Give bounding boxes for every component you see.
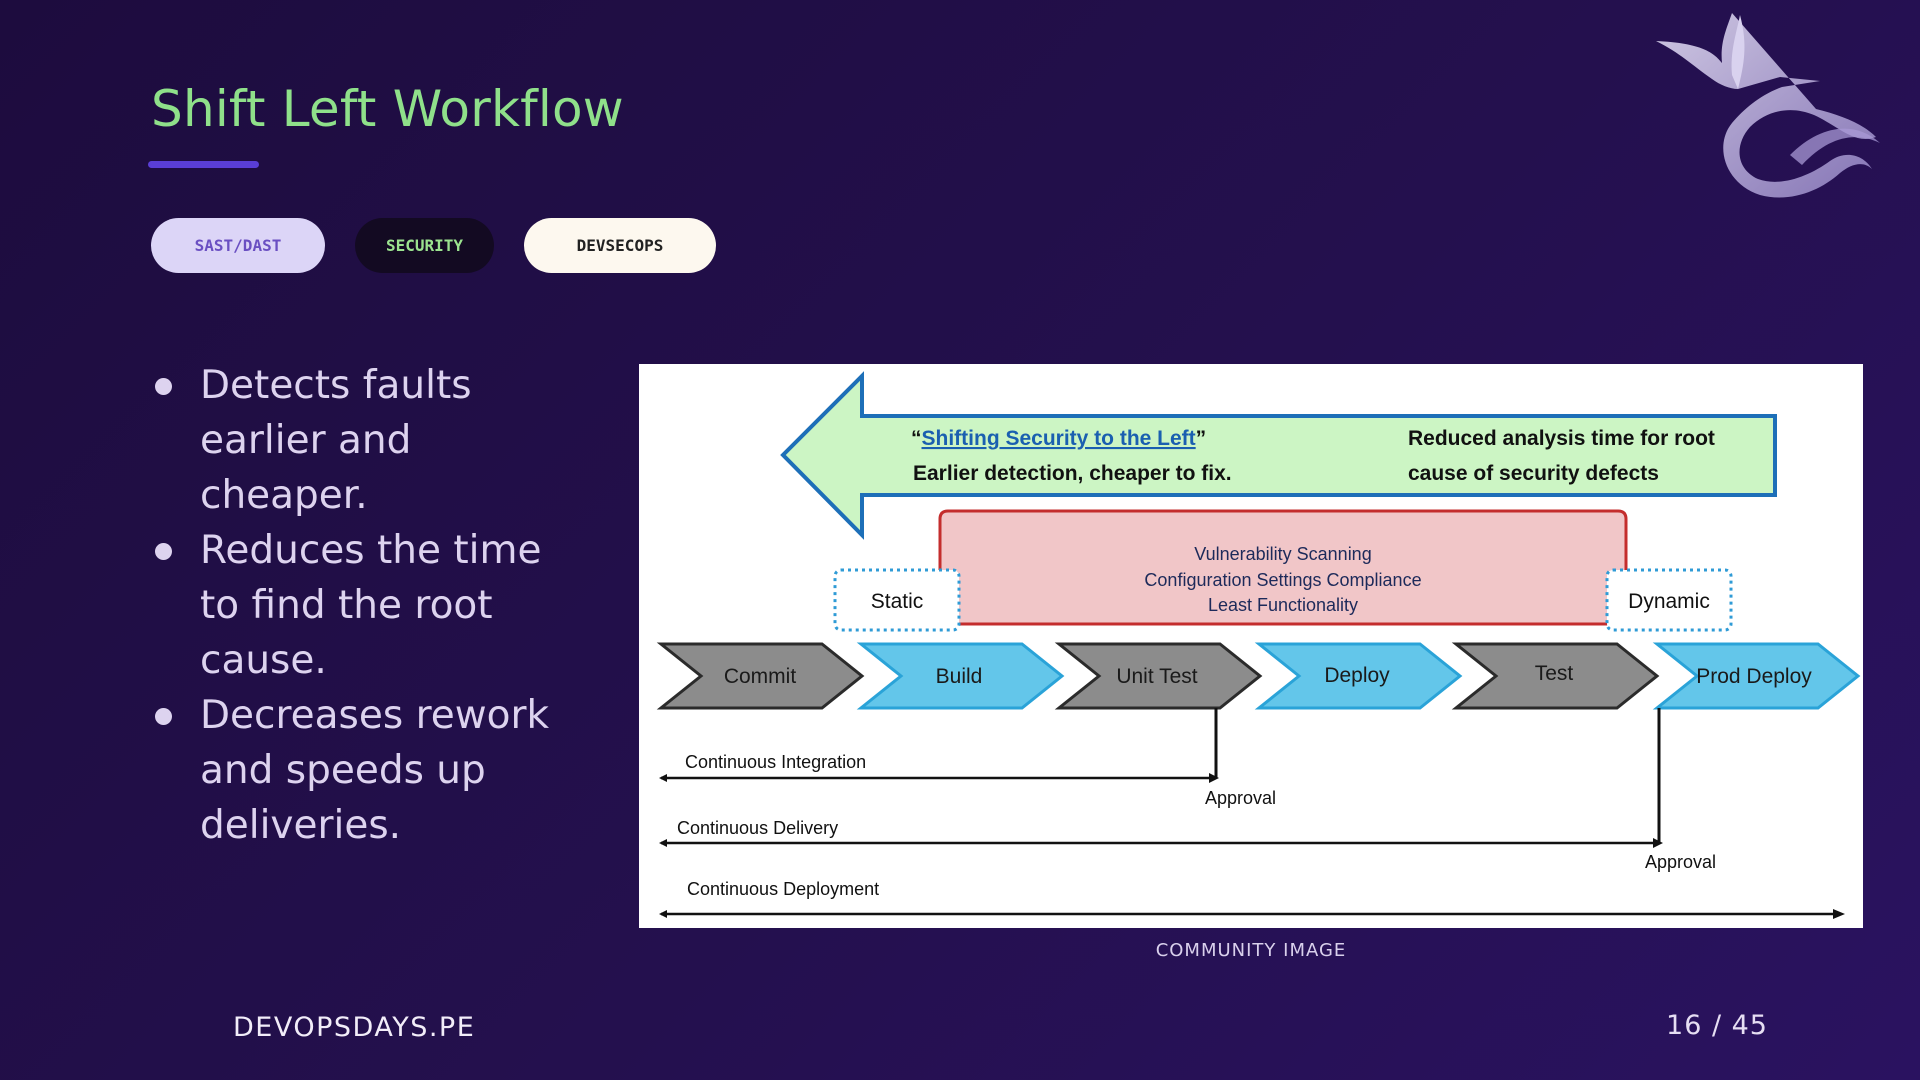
stage-label: Commit [724,665,796,688]
dynamic-label: Dynamic [1628,590,1710,613]
bullet-text: Decreases rework and speeds up deliverie… [200,693,550,848]
arrow-right-line1: Reduced analysis time for root [1408,427,1715,450]
tag-security[interactable]: SECURITY [355,218,494,273]
cdel-right-arrowhead [1653,838,1663,848]
ci-left-cap [659,774,667,782]
cdel-label: Continuous Delivery [677,818,838,838]
bullet-item: Decreases rework and speeds up deliverie… [150,688,580,853]
image-caption: COMMUNITY IMAGE [1155,940,1347,961]
bullet-dot [155,378,172,395]
cdep-left-cap [659,910,667,918]
page-indicator: 16 / 45 [1666,1010,1768,1041]
ci-label: Continuous Integration [685,752,866,772]
approval-label-2: Approval [1645,852,1716,872]
bullet-item: Reduces the time to find the root cause. [150,523,580,688]
stage-unit-test-chevron [1054,642,1263,710]
stage-test-chevron [1451,642,1660,710]
tag-devsecops[interactable]: DEVSECOPS [524,218,716,273]
shift-left-diagram: “Shifting Security to the Left” Earlier … [639,364,1863,928]
security-checks-box [938,509,1628,626]
bullet-text: Reduces the time to find the root cause. [200,528,542,683]
static-label: Static [871,590,924,613]
cdel-left-cap [659,839,667,847]
bullet-list: Detects faults earlier and cheaper. Redu… [150,358,580,853]
bullet-item: Detects faults earlier and cheaper. [150,358,580,523]
static-box [833,568,961,632]
dynamic-box [1605,568,1733,632]
cdep-right-arrowhead [1833,909,1845,919]
red-box-line-2: Configuration Settings Compliance [1144,570,1421,590]
bullet-dot [155,708,172,725]
ci-right-arrowhead [1209,773,1219,783]
stage-build-chevron [856,642,1065,710]
stage-label: Build [936,665,983,688]
stage-label: Test [1535,662,1574,685]
approval-label-1: Approval [1205,788,1276,808]
stage-commit-chevron [656,642,865,710]
footer-brand: DEVOPSDAYS.PE [233,1012,476,1043]
stage-label: Unit Test [1116,665,1197,688]
bullet-text: Detects faults earlier and cheaper. [200,363,472,518]
red-box-line-1: Vulnerability Scanning [1194,544,1371,564]
red-box-line-3: Least Functionality [1208,595,1358,615]
arrow-subline: Earlier detection, cheaper to fix. [913,462,1232,485]
slide-title: Shift Left Workflow [151,80,624,138]
arrow-right-line2: cause of security defects [1408,462,1659,485]
stage-label: Deploy [1324,664,1390,687]
bullet-dot [155,543,172,560]
title-underline [148,161,259,168]
stage-label: Prod Deploy [1696,665,1812,688]
tag-sast-dast[interactable]: SAST/DAST [151,218,325,273]
stage-prod-deploy-chevron [1652,642,1861,710]
arrow-headline: “Shifting Security to the Left” [911,427,1206,450]
hummingbird-logo [1656,13,1880,198]
shifting-security-link: Shifting Security to the Left [922,427,1196,450]
shift-left-arrow [780,371,1777,540]
cdep-label: Continuous Deployment [687,879,879,899]
tag-list: SAST/DAST SECURITY DEVSECOPS [151,218,716,273]
stage-deploy-chevron [1254,642,1463,710]
